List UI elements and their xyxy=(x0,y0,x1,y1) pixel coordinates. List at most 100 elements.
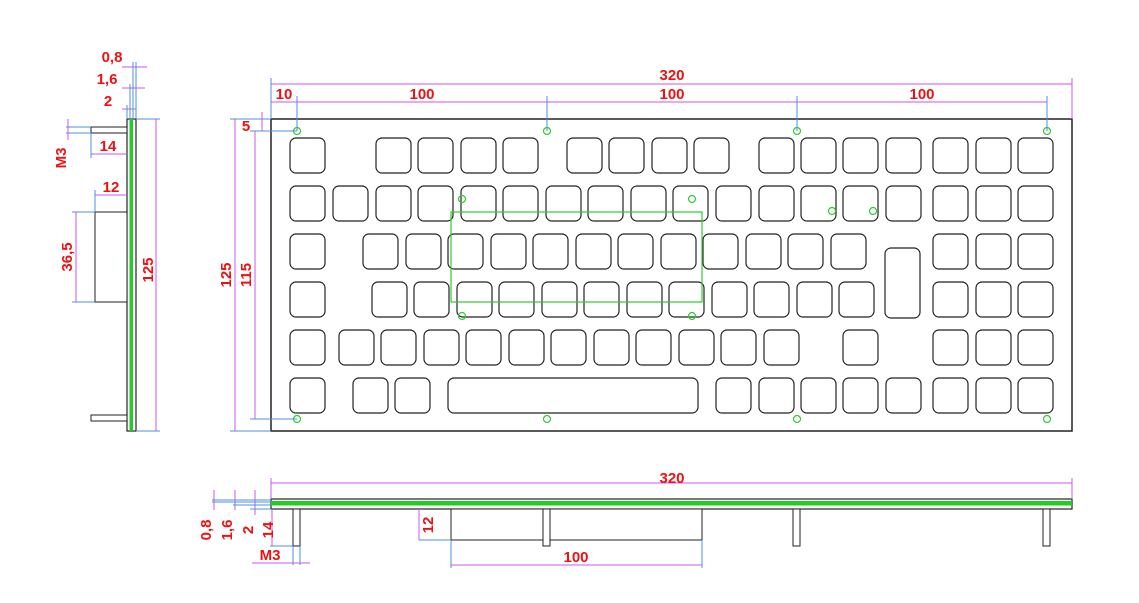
key-cutout xyxy=(800,137,837,174)
bottom-dim-thickness-3: 2 xyxy=(240,526,257,534)
key-cutout xyxy=(375,137,412,174)
mounting-hole xyxy=(457,194,467,204)
key-cutout xyxy=(672,185,709,222)
key-cutout xyxy=(508,329,545,366)
side-view: 0,8 1,6 2 M3 14 12 36,5 125 xyxy=(53,49,160,432)
bottom-dim-connector-width: 100 xyxy=(563,549,588,566)
key-cutout xyxy=(753,281,790,318)
key-cutout xyxy=(1017,185,1054,222)
key-cutout xyxy=(660,233,697,270)
mounting-hole xyxy=(792,414,802,424)
key-cutout xyxy=(1017,281,1054,318)
mounting-hole xyxy=(457,311,467,321)
side-pcb xyxy=(129,119,133,431)
key-cutout xyxy=(1017,377,1054,414)
key-cutout xyxy=(758,377,795,414)
key-cutout xyxy=(715,185,752,222)
key-cutout xyxy=(289,233,326,270)
key-cutout xyxy=(423,329,460,366)
bottom-dim-standoff-length: 14 xyxy=(260,521,277,538)
front-view: 320 10 100 100 100 5 125 115 xyxy=(218,67,1073,432)
key-cutout xyxy=(693,137,730,174)
key-cutout xyxy=(830,233,867,270)
bottom-pcb xyxy=(271,501,1072,506)
side-dim-connector-depth: 12 xyxy=(103,179,120,196)
key-cutout xyxy=(842,185,879,222)
bottom-dim-connector-depth: 12 xyxy=(420,517,437,534)
key-cutout xyxy=(289,281,326,318)
key-cutout xyxy=(842,137,879,174)
key-cutout xyxy=(884,247,921,319)
key-cutout xyxy=(932,137,969,174)
key-cutout xyxy=(1017,233,1054,270)
mounting-hole xyxy=(827,206,837,216)
side-dim-thread: M3 xyxy=(53,148,70,169)
key-cutout xyxy=(289,377,326,414)
key-cutout xyxy=(583,281,620,318)
key-cutout xyxy=(375,185,412,222)
side-dim-connector-height: 36,5 xyxy=(59,242,76,271)
key-cutout xyxy=(975,329,1012,366)
key-cutout xyxy=(413,281,450,318)
key-cutout xyxy=(417,185,454,222)
key-cutout xyxy=(460,137,497,174)
bottom-view: 320 0,8 1,6 2 14 M3 12 100 xyxy=(198,470,1073,568)
key-cutout xyxy=(447,377,699,414)
dim-overall-height: 125 xyxy=(218,262,235,287)
key-cutout xyxy=(490,233,527,270)
bottom-dim-lines xyxy=(212,478,1073,568)
key-cutout xyxy=(532,233,569,270)
mounting-hole xyxy=(1042,414,1052,424)
key-cutout xyxy=(932,281,969,318)
key-cutout xyxy=(332,185,369,222)
bottom-standoff xyxy=(542,508,551,547)
key-cutout xyxy=(635,329,672,366)
key-cutout xyxy=(630,185,667,222)
key-cutout xyxy=(800,185,837,222)
key-cutout xyxy=(678,329,715,366)
dim-hole-span-y: 115 xyxy=(238,263,255,287)
key-cutout xyxy=(702,233,739,270)
bottom-standoff xyxy=(792,508,801,547)
key-cutout xyxy=(668,281,705,318)
bottom-standoff xyxy=(1042,508,1051,547)
side-standoff-bottom xyxy=(90,414,128,422)
key-cutout xyxy=(975,137,1012,174)
key-cutout xyxy=(932,233,969,270)
side-connector xyxy=(94,211,128,303)
key-cutout xyxy=(550,329,587,366)
key-cutout xyxy=(720,329,757,366)
key-cutout xyxy=(338,329,375,366)
key-cutout xyxy=(502,185,539,222)
bottom-connector xyxy=(450,508,703,541)
mounting-hole xyxy=(542,414,552,424)
bottom-dim-overall-width: 320 xyxy=(659,470,684,487)
key-cutout xyxy=(651,137,688,174)
key-cutout xyxy=(842,329,879,366)
key-cutout xyxy=(352,377,389,414)
key-cutout xyxy=(885,377,922,414)
mounting-hole xyxy=(868,206,878,216)
side-dim-lines xyxy=(66,62,160,432)
key-cutout xyxy=(975,233,1012,270)
side-standoff-top xyxy=(90,126,128,134)
key-cutout xyxy=(800,377,837,414)
key-cutout xyxy=(617,233,654,270)
key-cutout xyxy=(758,137,795,174)
key-cutout xyxy=(456,281,493,318)
key-cutout xyxy=(405,233,442,270)
mounting-hole xyxy=(687,194,697,204)
key-cutout xyxy=(460,185,497,222)
key-cutout xyxy=(885,137,922,174)
key-cutout xyxy=(758,185,795,222)
side-dim-standoff-length: 14 xyxy=(100,138,117,155)
bottom-dim-thread: M3 xyxy=(260,547,281,564)
key-cutout xyxy=(289,329,326,366)
key-cutout xyxy=(932,377,969,414)
connector-outline xyxy=(450,211,703,303)
key-cutout xyxy=(1017,329,1054,366)
key-cutout xyxy=(745,233,782,270)
dim-hole-pitch-2: 100 xyxy=(659,86,684,103)
key-cutout xyxy=(502,137,539,174)
